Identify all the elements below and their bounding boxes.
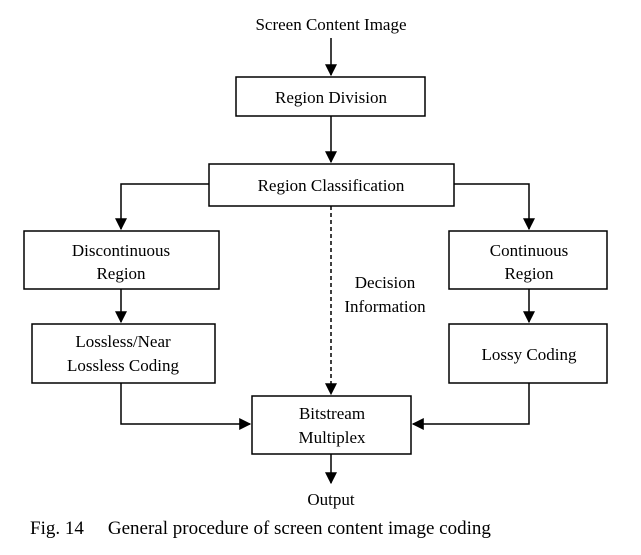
node-label-line1: Lossless/Near — [75, 332, 171, 351]
edge-classification-to-discontinuous — [115, 183, 209, 231]
node-label-line1: Discontinuous — [72, 241, 170, 260]
node-label-line1: Continuous — [490, 241, 568, 260]
node-label: Region Classification — [258, 176, 405, 195]
node-discontinuous-region: Discontinuous Region — [23, 230, 220, 290]
node-bitstream-multiplex: Bitstream Multiplex — [251, 395, 412, 455]
node-label-line2: Region — [504, 264, 554, 283]
edge-lossless-to-multiplex — [120, 383, 252, 430]
figure-caption: Fig. 14 General procedure of screen conte… — [30, 518, 620, 540]
decision-label-line1: Decision — [355, 273, 416, 292]
flowchart: Screen Content Image Region Division Reg… — [23, 15, 608, 509]
node-region-classification: Region Classification — [208, 163, 455, 207]
node-continuous-region: Continuous Region — [448, 230, 608, 290]
node-label-line2: Lossless Coding — [67, 356, 179, 375]
decision-information-label: Decision Information — [336, 268, 432, 320]
node-label: Region Division — [275, 88, 387, 107]
node-region-division: Region Division — [235, 76, 426, 117]
node-lossy-coding: Lossy Coding — [448, 323, 608, 384]
output-label: Output — [307, 490, 355, 509]
node-label-line2: Multiplex — [298, 428, 366, 447]
node-label-line2: Region — [96, 264, 146, 283]
node-lossless-coding: Lossless/Near Lossless Coding — [31, 323, 216, 384]
input-label: Screen Content Image — [255, 15, 406, 34]
figure-number: Fig. 14 — [30, 518, 84, 539]
node-label-line1: Bitstream — [299, 404, 365, 423]
decision-label-line2: Information — [344, 297, 426, 316]
edge-classification-to-continuous — [454, 183, 535, 231]
figure-caption-text: General procedure of screen content imag… — [107, 518, 491, 539]
edge-lossy-to-multiplex — [411, 383, 530, 430]
node-label: Lossy Coding — [482, 345, 577, 364]
